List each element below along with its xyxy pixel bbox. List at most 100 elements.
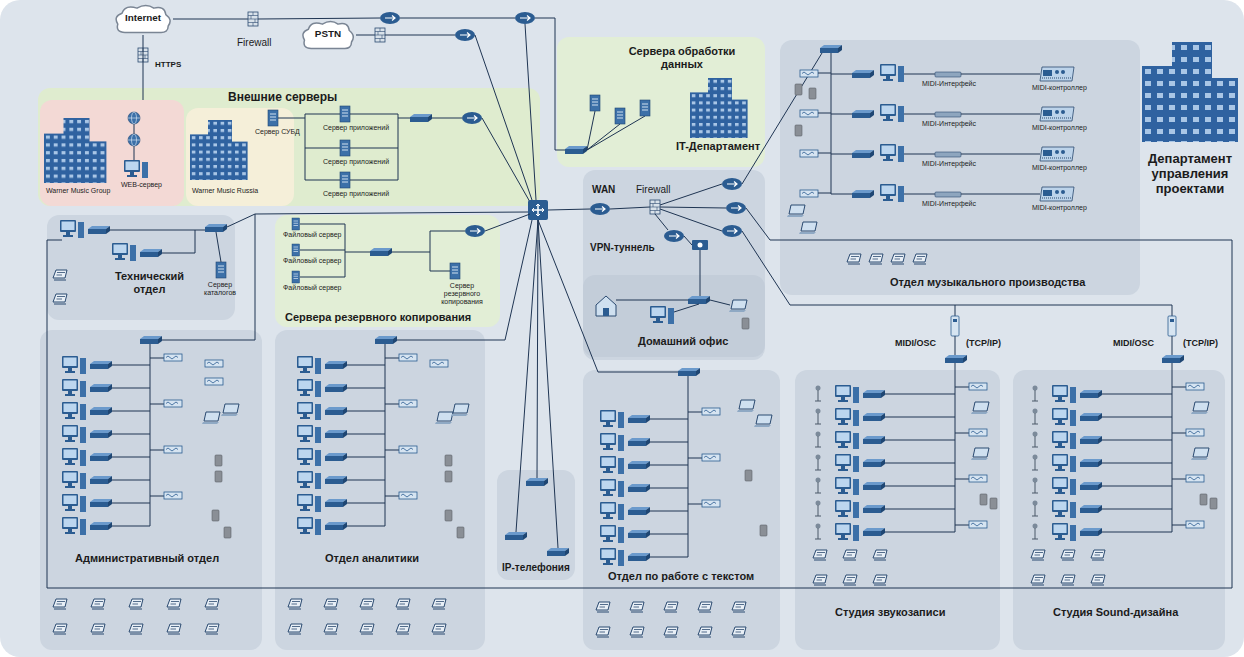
network-wire	[345, 224, 346, 277]
zone-title: Технический отдел	[102, 270, 197, 295]
label-holder: WEB-сервер	[121, 181, 162, 189]
network-wire	[1102, 463, 1172, 464]
srv-icon	[216, 262, 226, 278]
label-holder: MIDI-Интерфейс	[922, 80, 976, 88]
network-wire	[610, 207, 650, 209]
network-wire	[485, 214, 530, 231]
fw-icon	[650, 200, 660, 214]
hub-icon	[702, 454, 720, 461]
tab-icon	[224, 527, 231, 538]
network-wire	[885, 440, 955, 441]
network-wire	[548, 209, 590, 210]
box-icon	[325, 522, 347, 530]
network-wire	[1102, 509, 1172, 510]
box-icon	[140, 249, 162, 257]
box-icon	[852, 190, 874, 198]
pc-icon	[1052, 454, 1076, 472]
pc-icon	[600, 525, 624, 543]
network-wire	[397, 220, 532, 340]
pc-icon	[600, 548, 624, 566]
hub-icon	[969, 383, 987, 390]
box-icon	[370, 248, 392, 256]
network-wire	[961, 114, 1040, 115]
network-wire	[475, 35, 532, 200]
network-wire	[345, 252, 370, 253]
network-zone: Административный отдел	[40, 330, 262, 650]
network-wire	[112, 457, 150, 458]
box-icon	[325, 361, 347, 369]
pc-icon	[600, 433, 624, 451]
box-icon	[852, 110, 874, 118]
tab-icon	[795, 125, 802, 136]
network-wire	[134, 124, 135, 134]
ph-icon	[432, 599, 446, 609]
tab-icon	[1200, 494, 1207, 505]
network-wire	[1102, 417, 1172, 418]
pc-icon	[62, 517, 86, 535]
network-wire	[112, 434, 150, 435]
label-holder: MIDI-контроллер	[1032, 164, 1087, 172]
ph-icon	[698, 627, 712, 637]
device-label: WEB-сервер	[121, 181, 162, 189]
hub-icon	[800, 70, 818, 77]
label-holder: MIDI-Интерфейс	[922, 160, 976, 168]
zone-title: Сервера обработки данных	[617, 45, 747, 70]
box-icon	[375, 336, 397, 344]
pc-icon	[297, 402, 321, 420]
hub-icon	[399, 492, 417, 499]
pc-icon	[880, 144, 904, 162]
tab-icon	[445, 455, 452, 466]
network-wire	[305, 148, 340, 149]
ph-icon	[360, 599, 374, 609]
label-holder: Firewall	[237, 37, 271, 49]
mic-icon	[1032, 386, 1038, 402]
label-holder: HTTPS	[155, 60, 181, 69]
pc-icon	[880, 104, 904, 122]
box-icon	[1080, 413, 1102, 421]
zone-title: Warner Music Group	[46, 187, 110, 195]
ph-icon	[869, 254, 883, 264]
network-wire	[885, 394, 955, 395]
hub-icon	[430, 360, 448, 367]
pc-icon	[1052, 431, 1076, 449]
network-wire	[688, 504, 702, 505]
lap-icon	[451, 404, 469, 416]
label-holder: Сервер приложений	[323, 124, 389, 132]
box-icon	[140, 336, 162, 344]
zone-title: Домашний офис	[638, 335, 728, 348]
network-wire	[134, 146, 135, 160]
network-wire	[818, 153, 831, 154]
ph-icon	[53, 270, 67, 280]
network-wire	[688, 458, 702, 459]
label-holder: Сервер приложений	[323, 158, 389, 166]
network-wire	[385, 450, 399, 451]
ph-icon	[891, 254, 905, 264]
network-wire	[47, 208, 1232, 588]
network-wire	[347, 388, 385, 389]
ph-icon	[847, 254, 861, 264]
network-wire	[961, 154, 1040, 155]
network-wire	[955, 363, 956, 532]
ph-icon	[432, 624, 446, 634]
pc-icon	[297, 448, 321, 466]
network-wire	[818, 113, 831, 114]
lap-icon	[799, 222, 817, 234]
pc-icon	[112, 243, 136, 261]
srv-icon	[340, 106, 350, 122]
network-wire	[1102, 532, 1172, 533]
box-icon	[1162, 355, 1184, 363]
network-wire	[650, 465, 688, 466]
tab-icon	[215, 455, 222, 466]
box-icon	[325, 430, 347, 438]
network-wire	[112, 388, 150, 389]
label-holder: MIDI-контроллер	[1032, 84, 1087, 92]
rtr-icon	[664, 230, 684, 242]
hub-icon	[164, 400, 182, 407]
hub-icon	[1186, 475, 1204, 482]
network-wire	[674, 304, 699, 312]
network-wire	[660, 207, 726, 208]
label-holder: VPN-туннель	[590, 242, 655, 254]
device-label: VPN-туннель	[590, 242, 655, 254]
device-label: Firewall	[237, 37, 271, 49]
